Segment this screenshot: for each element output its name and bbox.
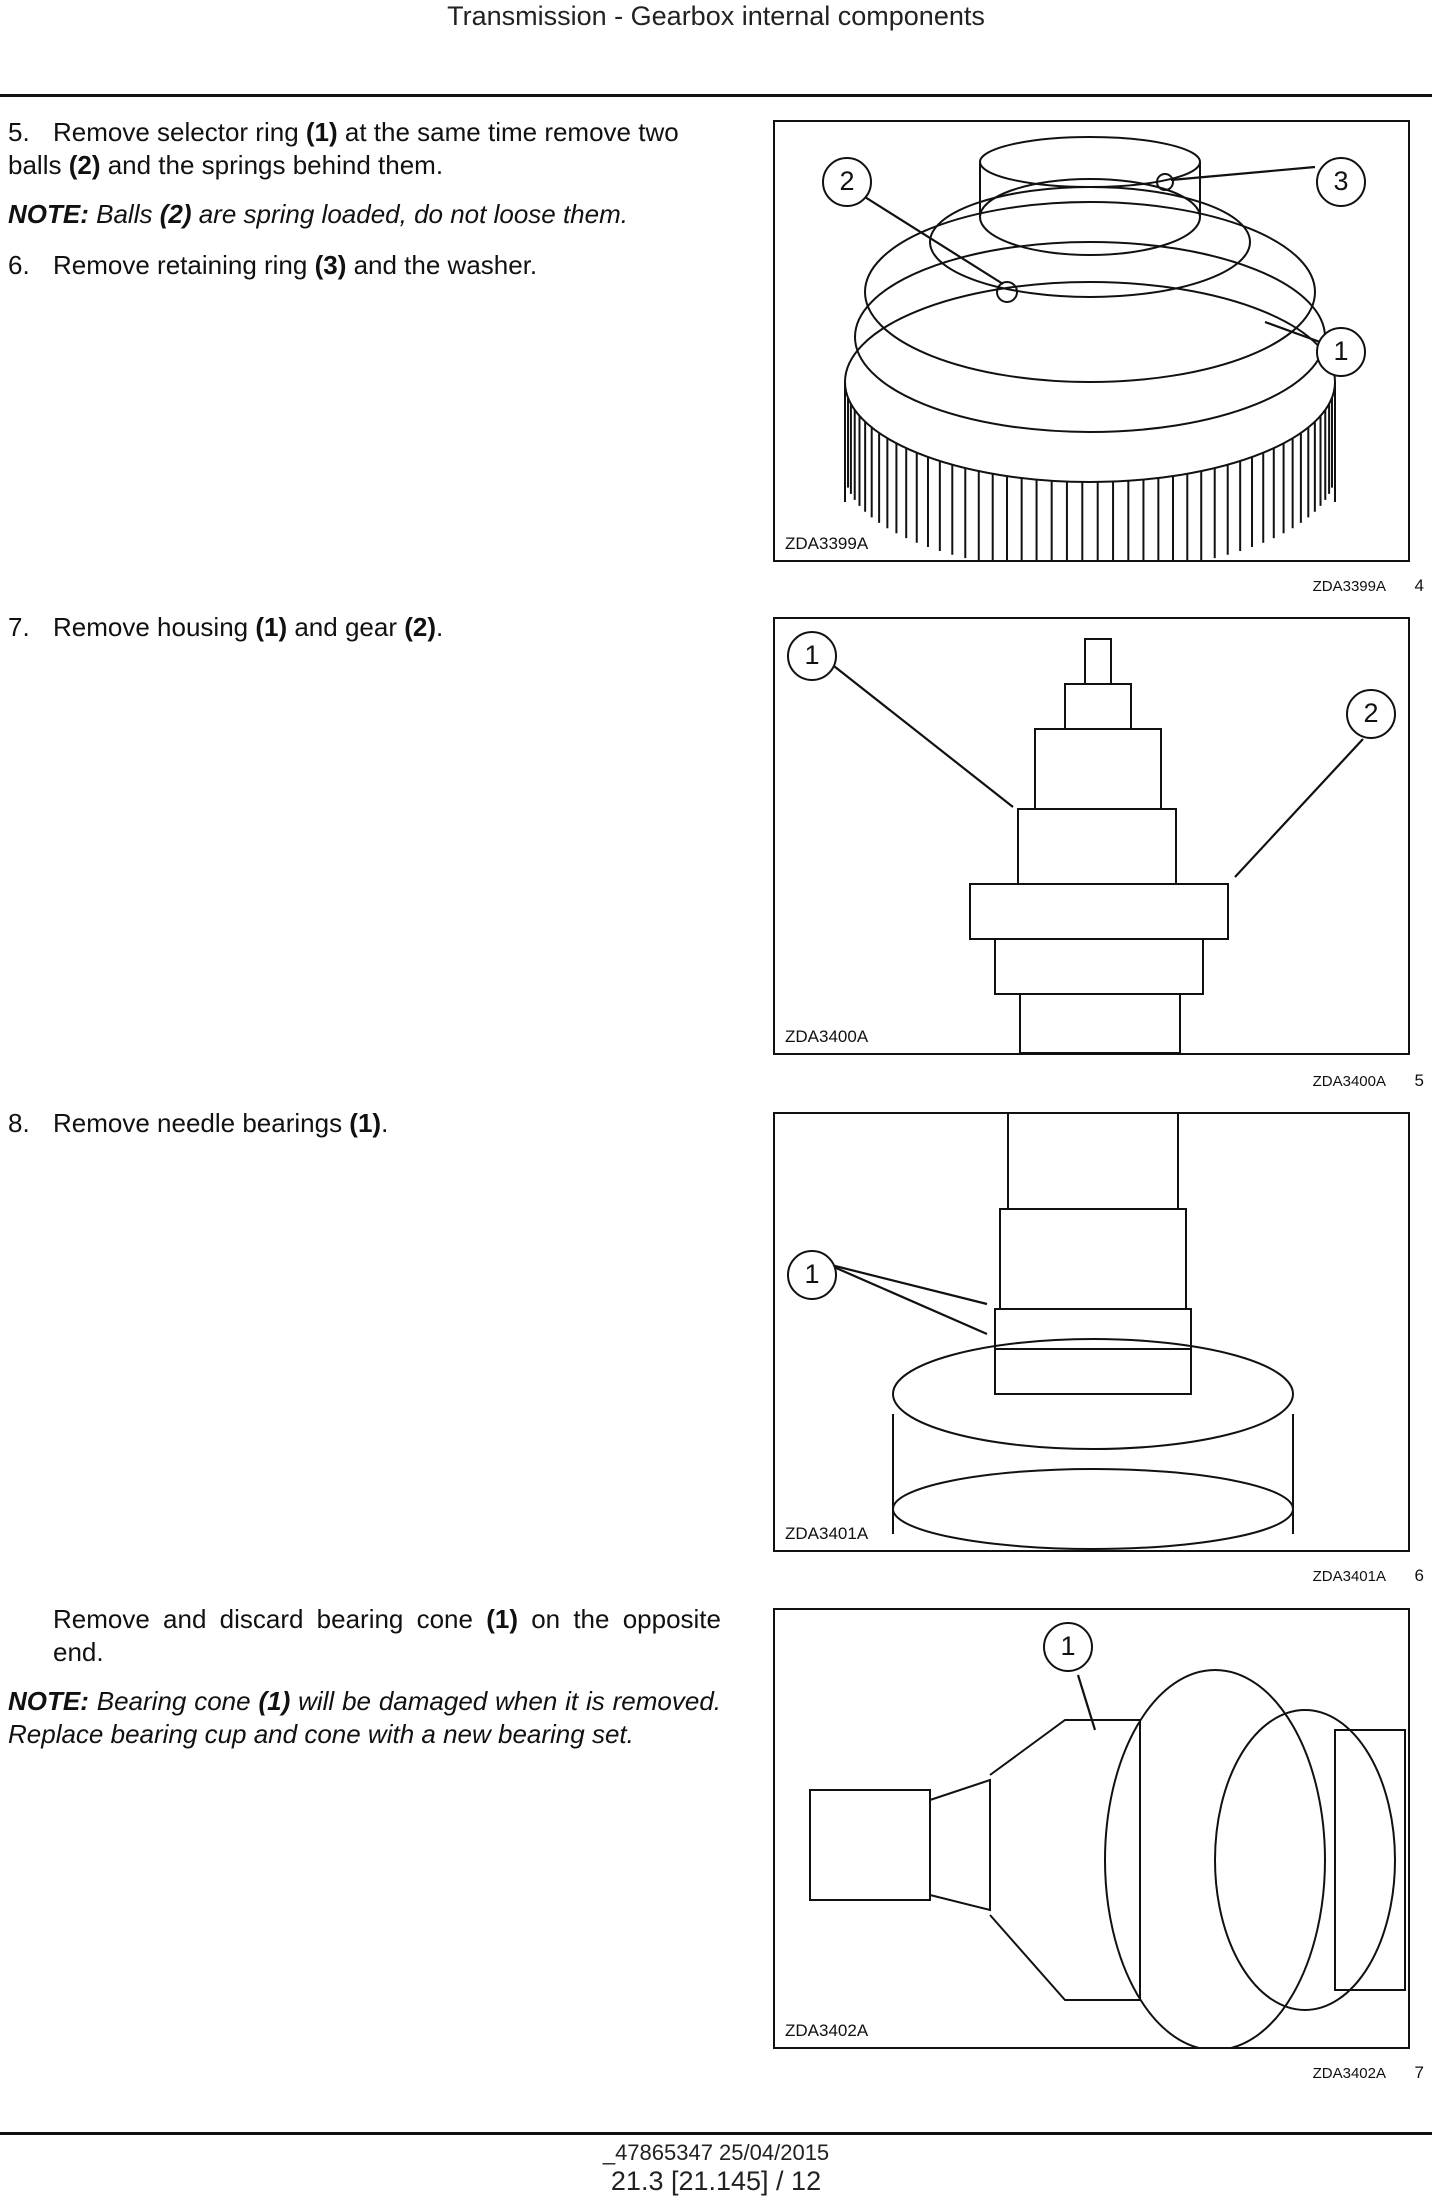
step-7: 7.Remove housing (1) and gear (2). — [8, 612, 444, 642]
figure-number: 4 — [1414, 576, 1424, 595]
figure-selector-ring: 2 3 1 ZDA3399A — [773, 120, 1410, 562]
figure-housing-gear: 1 2 ZDA3400A — [773, 617, 1410, 1055]
note-label: NOTE: — [8, 199, 89, 229]
figure-ref: ZDA3401A — [1312, 1568, 1386, 1585]
callout-1: 1 — [787, 1250, 837, 1300]
figure-number: 7 — [1414, 2063, 1424, 2082]
callout-2: 2 — [822, 157, 872, 207]
note-bearing-cone: NOTE: Bearing cone (1) will be damaged w… — [8, 1686, 722, 1749]
callout-1: 1 — [787, 631, 837, 681]
step-5-text: 5.Remove selector ring (1) at the same t… — [8, 116, 718, 182]
figure-ref: ZDA3400A — [1312, 1073, 1386, 1090]
figure-code: ZDA3400A — [785, 1027, 869, 1046]
step-9: 9.Remove and discard bearing cone (1) on… — [53, 1604, 721, 1667]
housing-gear-illustration — [824, 638, 1364, 1053]
step-6: 6.Remove retaining ring (3) and the wash… — [8, 250, 538, 280]
figure-code: ZDA3401A — [785, 1524, 869, 1543]
note-label: NOTE: — [8, 1686, 89, 1716]
figure-code: ZDA3402A — [785, 2021, 869, 2040]
footer-doc-ref: _47865347 25/04/2015 — [602, 2140, 830, 2165]
gear-selector-illustration — [844, 136, 1336, 560]
needle-bearings-illustration — [826, 1114, 1294, 1550]
bearing-cone-illustration — [809, 1669, 1406, 2047]
figure-ref: ZDA3402A — [1312, 2065, 1386, 2082]
figure-needle-bearings: 1 ZDA3401A — [773, 1112, 1410, 1552]
page-header-title: Transmission - Gearbox internal componen… — [447, 1, 985, 31]
figure-bearing-cone: 1 ZDA3402A — [773, 1608, 1410, 2049]
figure-number: 6 — [1414, 1566, 1424, 1585]
callout-1: 1 — [1316, 327, 1366, 377]
figure-number: 5 — [1414, 1071, 1424, 1090]
figure-code: ZDA3399A — [785, 534, 869, 553]
note-balls: NOTE: Balls (2) are spring loaded, do no… — [8, 199, 628, 229]
header-rule — [0, 94, 1432, 97]
callout-2: 2 — [1346, 689, 1396, 739]
footer-rule — [0, 2132, 1432, 2135]
figure-ref: ZDA3399A — [1312, 578, 1386, 595]
footer-page-ref: 21.3 [21.145] / 12 — [610, 2166, 822, 2196]
callout-1: 1 — [1043, 1622, 1093, 1672]
callout-3: 3 — [1316, 157, 1366, 207]
step-8: 8.Remove needle bearings (1). — [8, 1108, 389, 1138]
